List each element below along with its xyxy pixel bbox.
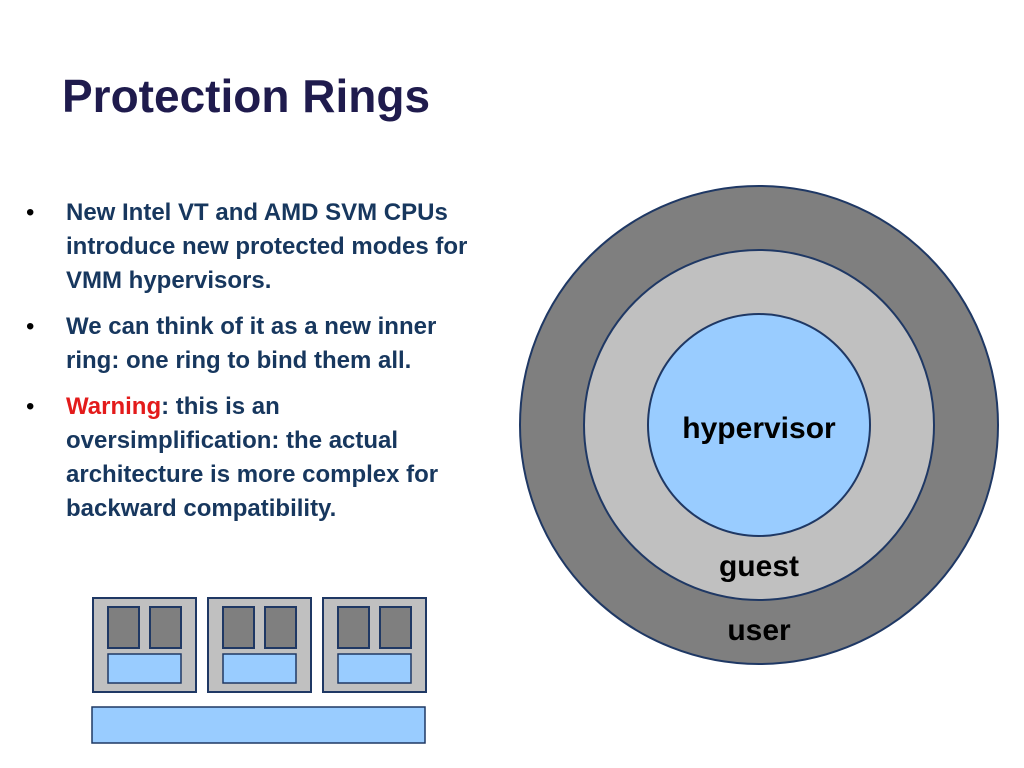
bullet-item: • New Intel VT and AMD SVM CPUs introduc… [26, 196, 496, 298]
bullet-item: • We can think of it as a new inner ring… [26, 310, 496, 378]
hypervisor-label: hypervisor [682, 412, 836, 445]
warning-label: Warning [66, 393, 162, 420]
bullet-text: New Intel VT and AMD SVM CPUs introduce … [66, 199, 468, 294]
app-block [337, 606, 370, 649]
slide-title: Protection Rings [62, 70, 431, 122]
app-block [264, 606, 297, 649]
guest-os-block [222, 653, 297, 684]
app-block [222, 606, 255, 649]
bullet-text: : this is an oversimplification: the act… [66, 393, 439, 522]
inner-ring-hypervisor [647, 313, 871, 537]
guest-label: guest [719, 550, 799, 583]
bullet-marker: • [26, 199, 35, 226]
bullet-text: We can think of it as a new inner ring: … [66, 313, 437, 374]
bullet-marker: • [26, 393, 35, 420]
guest-os-block [337, 653, 412, 684]
vm-box [207, 597, 312, 693]
app-block [149, 606, 182, 649]
bullet-marker: • [26, 313, 35, 340]
user-label: user [727, 614, 791, 647]
app-block [107, 606, 140, 649]
hypervisor-bar [91, 706, 426, 744]
app-block [379, 606, 412, 649]
bullet-item: • Warning: this is an oversimplification… [26, 390, 496, 526]
guest-os-block [107, 653, 182, 684]
vm-box [92, 597, 197, 693]
bullet-list: • New Intel VT and AMD SVM CPUs introduc… [26, 196, 496, 538]
vm-box [322, 597, 427, 693]
